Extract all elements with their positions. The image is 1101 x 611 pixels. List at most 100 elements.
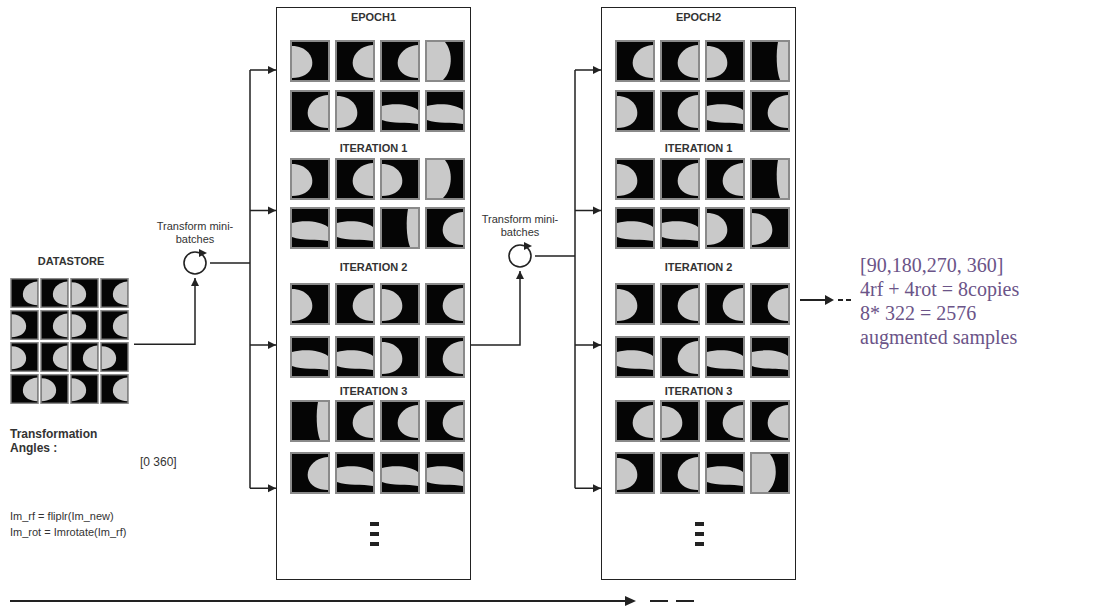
transform-loop: Transform mini-batches: [478, 213, 562, 271]
loop-symbol: [180, 248, 210, 278]
annotation: Im_rot = Imrotate(Im_rf): [10, 526, 126, 539]
arrowhead: [593, 484, 601, 492]
thumbnail: [615, 158, 655, 200]
thumbnail: [10, 278, 39, 308]
thumbnail: [380, 400, 420, 442]
connector-line: [134, 278, 195, 344]
note-text: [90,180,270, 360]: [860, 254, 1003, 277]
dot: [370, 542, 379, 546]
thumbnail: [660, 452, 700, 494]
thumbnail: [425, 90, 465, 132]
thumbnail: [290, 90, 330, 132]
thumbnail: [40, 310, 69, 340]
output-arrow: [800, 295, 851, 305]
dot: [695, 522, 704, 526]
dash: [838, 299, 843, 301]
thumbnail: [750, 283, 790, 325]
thumbnail: [615, 207, 655, 249]
arrowhead: [268, 341, 276, 349]
note-text: 8* 322 = 2576: [860, 302, 976, 325]
epoch-box: EPOCH1ITERATION 1ITERATION 2ITERATION 3: [276, 7, 471, 580]
thumbnail: [705, 452, 745, 494]
thumbnail: [40, 278, 69, 308]
thumbnail: [660, 207, 700, 249]
dash: [650, 600, 668, 602]
thumbnail: [425, 158, 465, 200]
arrow-line: [10, 600, 626, 602]
thumbnail: [425, 283, 465, 325]
epoch-title: EPOCH1: [277, 11, 470, 24]
thumbnail: [615, 336, 655, 378]
connector: [535, 66, 601, 492]
thumbnail: [290, 207, 330, 249]
thumbnail: [100, 278, 129, 308]
thumbnail: [425, 452, 465, 494]
arrowhead: [593, 66, 601, 74]
thumbnail: [705, 400, 745, 442]
thumbnail: [290, 336, 330, 378]
thumbnail: [380, 452, 420, 494]
thumbnail: [705, 336, 745, 378]
dot: [370, 522, 379, 526]
thumbnail: [750, 40, 790, 82]
thumbnail: [40, 374, 69, 404]
annotation: Transformation Angles :: [10, 428, 110, 456]
note-text: augmented samples: [860, 326, 1017, 349]
thumbnail: [40, 342, 69, 372]
iteration-label: ITERATION 3: [277, 385, 470, 398]
node-label: Transform mini-batches: [153, 220, 237, 246]
thumbnail: [380, 40, 420, 82]
arrowhead: [593, 341, 601, 349]
connector-line: [535, 70, 601, 488]
thumbnail: [380, 336, 420, 378]
thumbnail: [750, 90, 790, 132]
thumbnail: [335, 452, 375, 494]
thumbnail: [615, 452, 655, 494]
note-text: 4rf + 4rot = 8copies: [860, 278, 1019, 301]
thumbnail: [705, 283, 745, 325]
thumbnail: [380, 207, 420, 249]
thumbnail: [70, 342, 99, 372]
dash: [846, 299, 851, 301]
loop-circle: [184, 252, 206, 274]
thumbnail: [290, 158, 330, 200]
thumbnail: [10, 342, 39, 372]
transform-loop: Transform mini-batches: [153, 220, 237, 278]
thumbnail: [10, 310, 39, 340]
thumbnail: [70, 310, 99, 340]
loop-arrowhead: [524, 242, 532, 250]
iteration-label: ITERATION 1: [277, 142, 470, 155]
thumbnail: [70, 374, 99, 404]
thumbnail: [660, 90, 700, 132]
thumbnail: [615, 400, 655, 442]
thumbnail: [705, 40, 745, 82]
loop-arrowhead: [199, 249, 207, 257]
thumbnail: [660, 400, 700, 442]
datastore-images: [10, 278, 129, 404]
loop-symbol: [505, 241, 535, 271]
arrowhead: [625, 596, 636, 606]
thumbnail: [615, 90, 655, 132]
iteration-label: ITERATION 1: [602, 142, 795, 155]
thumbnail: [380, 283, 420, 325]
thumbnail: [660, 336, 700, 378]
thumbnail: [290, 283, 330, 325]
thumbnail: [335, 400, 375, 442]
thumbnail: [615, 283, 655, 325]
thumbnail: [660, 283, 700, 325]
thumbnail: [615, 40, 655, 82]
dot: [695, 542, 704, 546]
dash: [676, 600, 694, 602]
thumbnail: [335, 283, 375, 325]
annotation: [0 360]: [140, 456, 177, 470]
arrowhead: [825, 295, 834, 305]
iteration-label: ITERATION 2: [602, 261, 795, 274]
thumbnail: [290, 40, 330, 82]
connector-line: [210, 70, 276, 488]
arrowhead: [516, 271, 524, 279]
thumbnail: [290, 400, 330, 442]
thumbnail: [290, 452, 330, 494]
timeline-arrow: [10, 596, 694, 606]
arrowhead: [268, 206, 276, 214]
connector: [471, 271, 524, 345]
